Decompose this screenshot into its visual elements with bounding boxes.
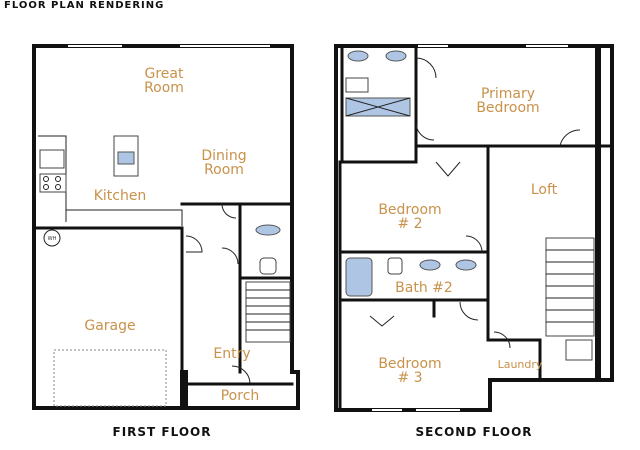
porch-label: Porch [221, 388, 260, 404]
great-room-label-2: Room [144, 80, 184, 96]
dining-room-label-2: Room [204, 162, 244, 178]
bedroom-2-label: Bedroom [378, 202, 441, 218]
first-floor-stairs [245, 281, 291, 343]
primary-bedroom-label-2: Bedroom [476, 100, 539, 116]
bath-2-label: Bath #2 [395, 280, 453, 296]
first-floor-plan: WH Great Room Dining Room Kitchen Garage… [32, 44, 300, 439]
second-floor-stairs [545, 237, 595, 337]
rendering-title: FLOOR PLAN RENDERING [4, 0, 164, 11]
entry-label: Entry [213, 346, 250, 362]
primary-bedroom-label: Primary [481, 86, 535, 102]
bedroom-3-label: Bedroom [378, 356, 441, 372]
laundry-label: Laundry [498, 358, 543, 371]
bedroom-3-label-2: # 3 [397, 370, 422, 386]
second-floor-plan: Primary Bedroom Loft Bedroom # 2 Bath #2… [334, 44, 614, 439]
loft-label: Loft [531, 182, 558, 198]
bedroom-2-label-2: # 2 [397, 216, 422, 232]
first-floor-caption: FIRST FLOOR [113, 425, 212, 439]
water-heater-icon [43, 229, 61, 247]
second-floor-caption: SECOND FLOOR [415, 425, 532, 439]
kitchen-label: Kitchen [94, 188, 147, 204]
water-heater-label: WH [48, 236, 57, 242]
garage-label: Garage [84, 318, 135, 334]
dining-room-label: Dining [201, 148, 246, 164]
great-room-label: Great [145, 66, 184, 82]
